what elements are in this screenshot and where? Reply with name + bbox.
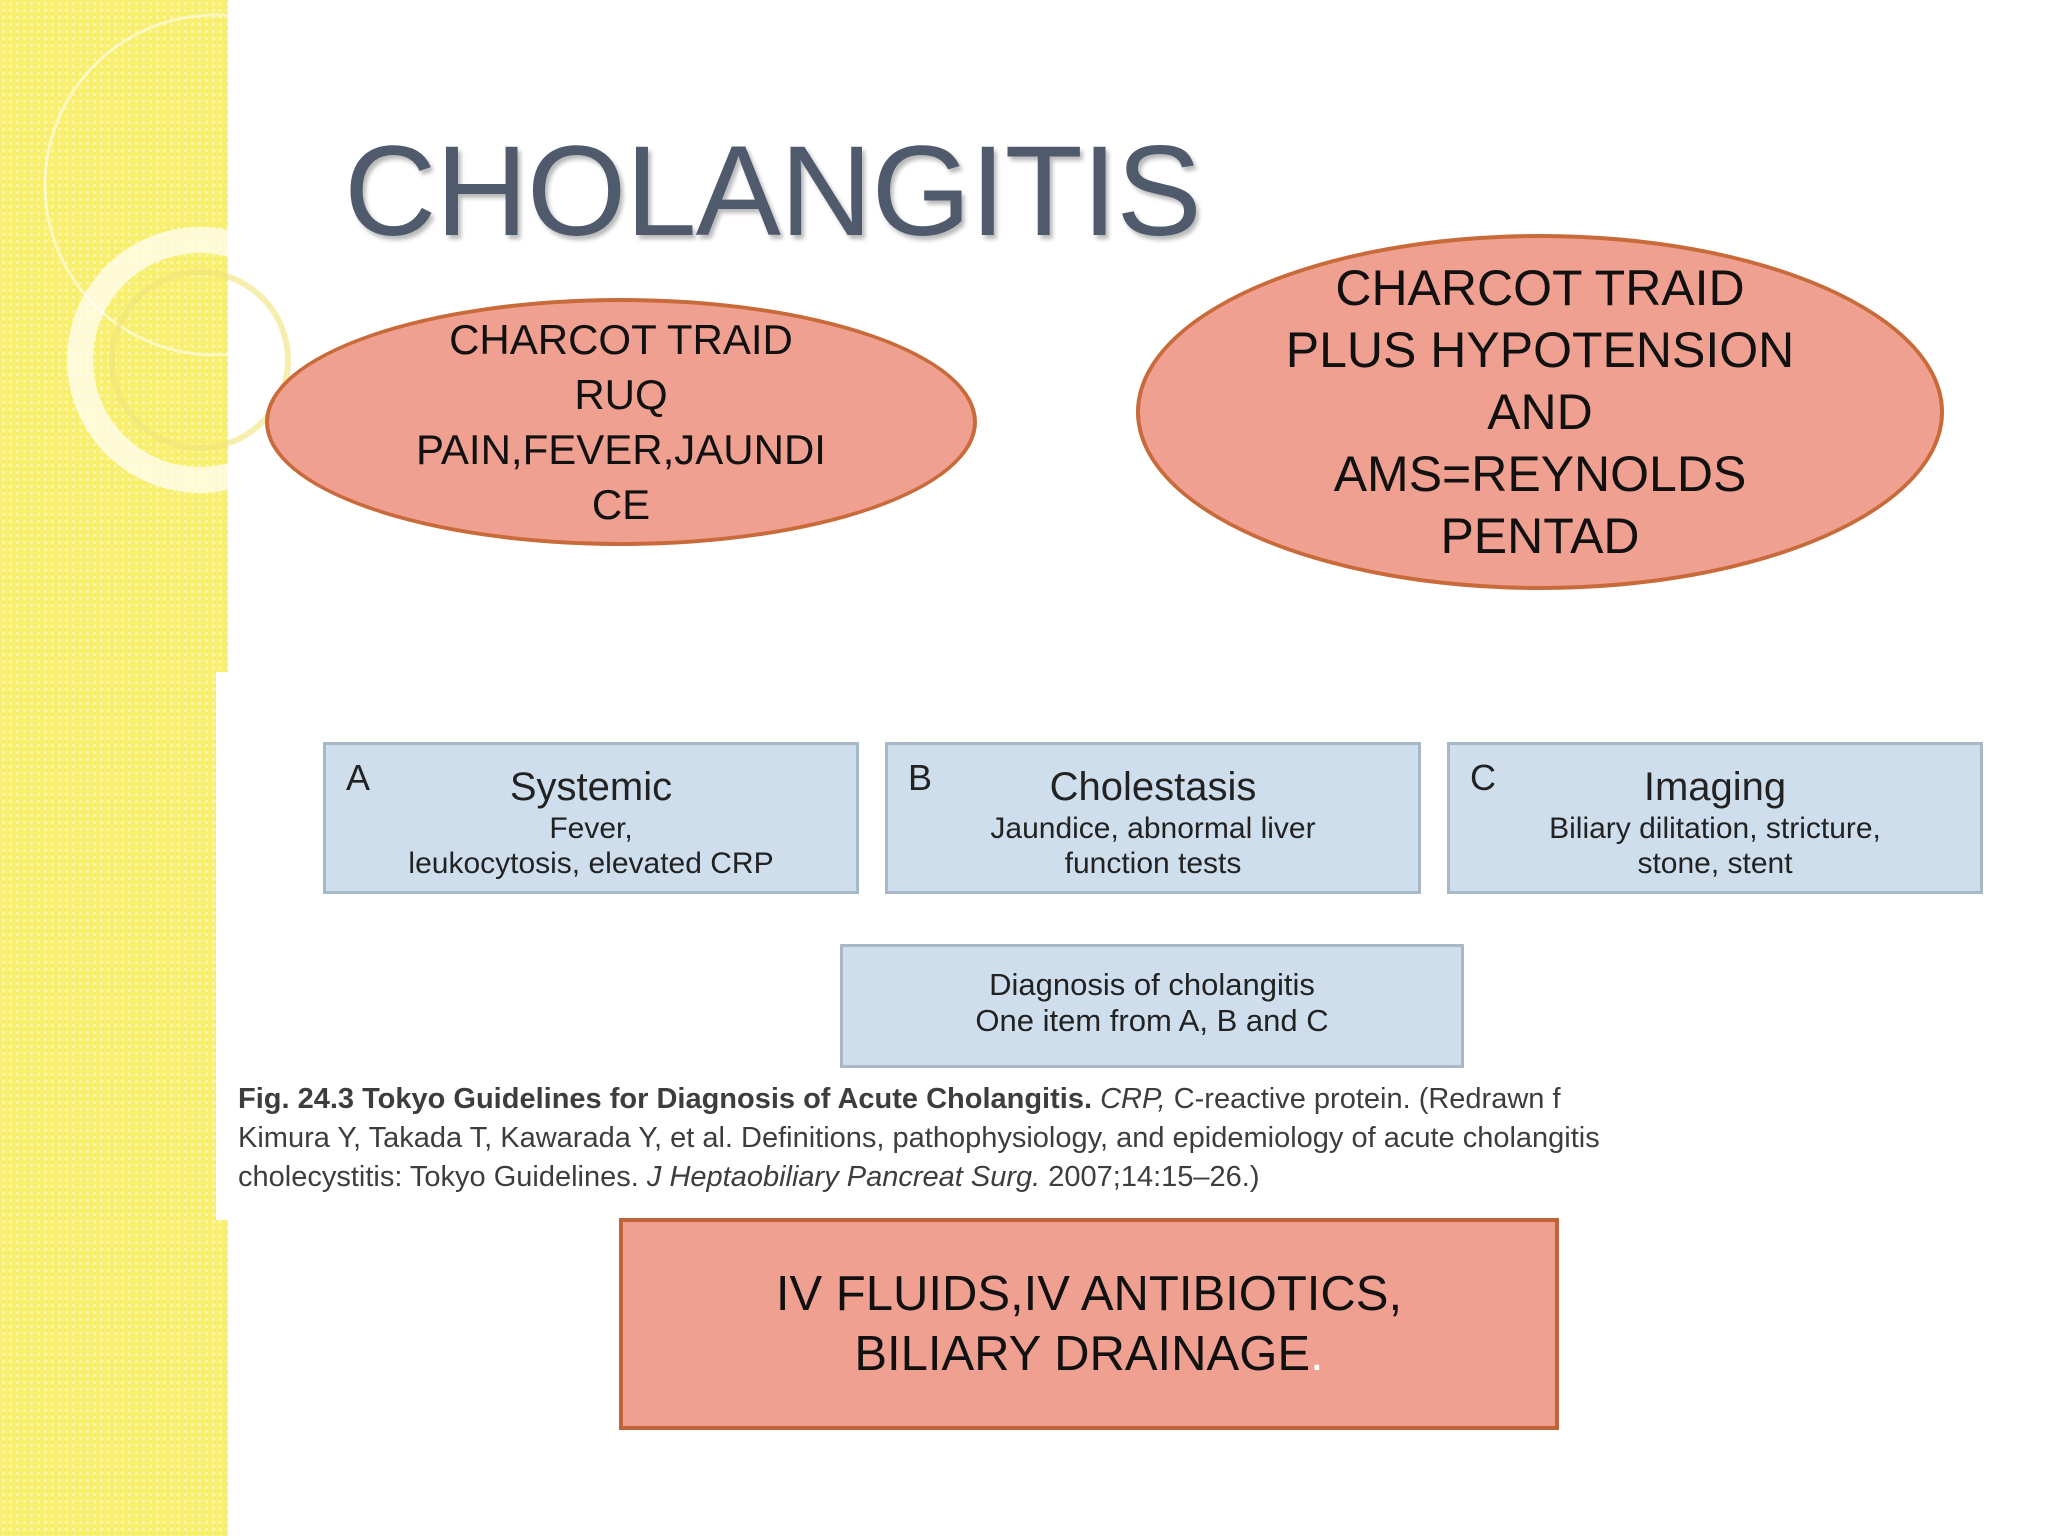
criteria-box-systemic: A Systemic Fever, leukocytosis, elevated…: [323, 742, 859, 894]
box-letter: B: [908, 757, 933, 798]
criteria-box-cholestasis: B Cholestasis Jaundice, abnormal liver f…: [885, 742, 1421, 894]
box-heading: Imaging: [1643, 765, 1787, 809]
treatment-period: .: [1310, 1327, 1324, 1381]
box-text-line: Fever,: [549, 812, 633, 845]
treatment-line: BILIARY DRAINAGE.: [854, 1324, 1323, 1384]
charcot-triad-ellipse: CHARCOT TRAID RUQ PAIN,FEVER,JAUNDI CE: [265, 298, 977, 546]
caption-line-3: cholecystitis: Tokyo Guidelines. J Hepta…: [238, 1158, 2016, 1197]
box-heading: Cholestasis: [1049, 765, 1257, 809]
box-letter: A: [346, 757, 371, 798]
slide-title: CHOLANGITIS: [344, 120, 1202, 263]
ellipse-text-line: CHARCOT TRAID: [1335, 260, 1745, 316]
ellipse-text-line: AMS=REYNOLDS: [1333, 446, 1747, 502]
caption-text: cholecystitis: Tokyo Guidelines.: [238, 1161, 639, 1193]
caption-text: C-reactive protein. (Redrawn f: [1173, 1083, 1561, 1115]
criteria-box-imaging: C Imaging Biliary dilitation, stricture,…: [1447, 742, 1983, 894]
caption-abbreviation: CRP,: [1100, 1083, 1166, 1115]
box-heading: Systemic: [509, 765, 673, 809]
decorative-left-band: [0, 0, 228, 1536]
ellipse-text-line: AND: [1487, 384, 1593, 440]
box-text-line: stone, stent: [1637, 847, 1793, 880]
box-letter: C: [1470, 757, 1496, 798]
ellipse-text-line: CHARCOT TRAID: [449, 316, 793, 363]
tokyo-guidelines-figure: A Systemic Fever, leukocytosis, elevated…: [216, 672, 2016, 1220]
box-text-line: One item from A, B and C: [975, 1003, 1329, 1038]
ellipse-text-line: CE: [591, 481, 651, 528]
treatment-line: IV FLUIDS,IV ANTIBIOTICS,: [775, 1267, 1403, 1321]
caption-text: 2007;14:15–26.): [1048, 1161, 1260, 1193]
box-text-line: Diagnosis of cholangitis: [989, 967, 1315, 1002]
caption-fig-title: Tokyo Guidelines for Diagnosis of Acute …: [362, 1083, 1093, 1115]
ellipse-text-line: PLUS HYPOTENSION: [1285, 322, 1795, 378]
ellipse-text-line: PENTAD: [1440, 508, 1640, 564]
box-text-line: Jaundice, abnormal liver: [990, 812, 1316, 845]
reynolds-pentad-ellipse: CHARCOT TRAID PLUS HYPOTENSION AND AMS=R…: [1136, 234, 1944, 590]
box-text-line: leukocytosis, elevated CRP: [408, 847, 774, 880]
caption-line-1: Fig. 24.3 Tokyo Guidelines for Diagnosis…: [238, 1080, 2016, 1119]
caption-line-2: Kimura Y, Takada T, Kawarada Y, et al. D…: [238, 1122, 1600, 1154]
ellipse-text-line: RUQ: [574, 371, 668, 418]
box-text-line: function tests: [1064, 847, 1242, 880]
caption-fig-label: Fig. 24.3: [238, 1083, 355, 1115]
ellipse-text-line: PAIN,FEVER,JAUNDI: [416, 426, 826, 473]
treatment-box: IV FLUIDS,IV ANTIBIOTICS, BILIARY DRAINA…: [619, 1218, 1559, 1430]
caption-journal: J Heptaobiliary Pancreat Surg.: [646, 1161, 1041, 1193]
diagnosis-box: Diagnosis of cholangitis One item from A…: [840, 944, 1464, 1068]
figure-caption: Fig. 24.3 Tokyo Guidelines for Diagnosis…: [238, 1080, 2016, 1197]
treatment-text: BILIARY DRAINAGE: [854, 1327, 1311, 1381]
box-text-line: Biliary dilitation, stricture,: [1549, 812, 1881, 845]
